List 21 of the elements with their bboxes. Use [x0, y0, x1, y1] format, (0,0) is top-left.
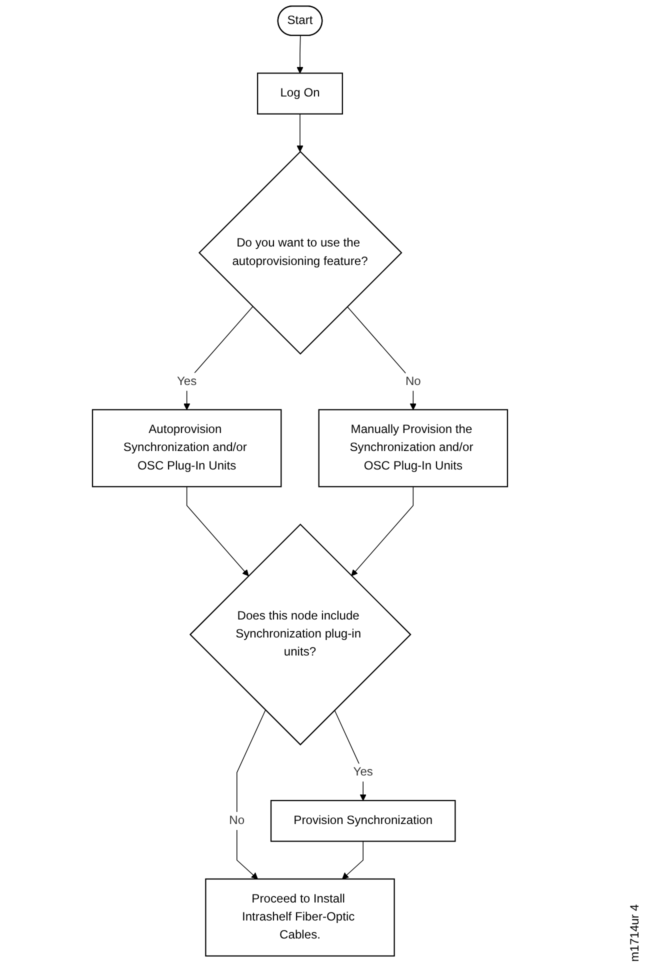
edge-label: No: [405, 374, 421, 388]
arrow: [346, 306, 416, 410]
node-box: Autoprovision Synchronization and/or OSC Plug-In Units: [92, 409, 282, 488]
node-box: Proceed to Install Intrashelf Fiber-Optic Cables.: [205, 878, 395, 957]
edge-label: Yes: [353, 766, 373, 779]
arrow: [342, 840, 364, 880]
arrow: [186, 486, 249, 576]
arrow: [296, 114, 304, 152]
node-box: Provision Synchronization: [270, 800, 456, 842]
node-diamond: Do you want to use the autoprovisioning feature?: [198, 150, 402, 355]
edge-label: No: [229, 814, 245, 827]
arrow: [334, 710, 366, 801]
figure-id: m1714ur 4: [628, 904, 642, 962]
edge-label: Yes: [176, 374, 197, 388]
arrow: [351, 486, 414, 576]
arrow: [236, 710, 266, 880]
arrow: [296, 35, 304, 74]
node-box: Manually Provision the Synchronization and/or OSC Plug-In Units: [318, 409, 508, 488]
node-box: Log On: [257, 72, 343, 114]
node-diamond: Does this node include Synchronization plug-in units?: [189, 524, 412, 746]
arrow: [184, 306, 254, 410]
